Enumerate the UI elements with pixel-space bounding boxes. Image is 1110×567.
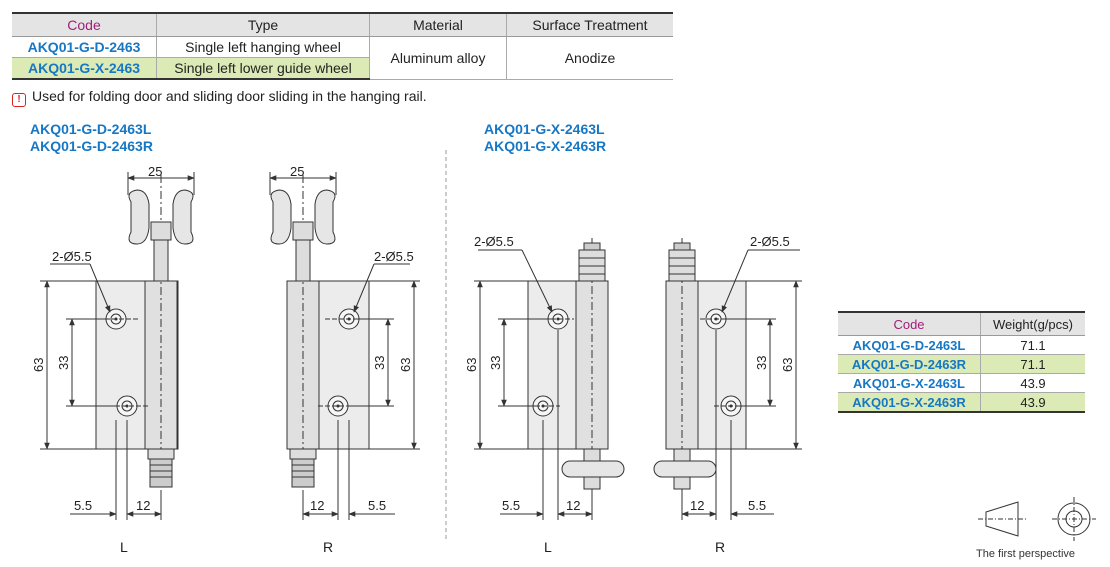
spec-row: AKQ01-G-X-2463 Single left lower guide w… xyxy=(12,57,673,80)
dim-height: 63 xyxy=(31,358,46,372)
spec-code-cell: AKQ01-G-X-2463 xyxy=(12,57,157,80)
spec-header-material: Material xyxy=(369,12,507,37)
spec-header-row: Code Type Material Surface Treatment xyxy=(12,12,673,37)
weight-code-cell: AKQ01-G-X-2463R xyxy=(838,392,981,413)
weight-row: AKQ01-G-D-2463L 71.1 xyxy=(838,335,1085,355)
spec-type-cell: Single left lower guide wheel xyxy=(156,57,370,80)
spec-header-code: Code xyxy=(12,12,157,37)
dim-hole: 2-Ø5.5 xyxy=(52,249,92,264)
projection-symbol xyxy=(978,497,1096,541)
dim-shaft: 12 xyxy=(690,498,704,513)
dim-shaft: 12 xyxy=(566,498,580,513)
spec-type-cell: Single left hanging wheel xyxy=(156,36,370,58)
spec-table: Code Type Material Surface Treatment AKQ… xyxy=(12,12,673,80)
perspective-label: The first perspective xyxy=(976,548,1076,560)
weight-header-code: Code xyxy=(838,311,981,336)
weight-value-cell: 43.9 xyxy=(980,373,1085,393)
drawing-d-right xyxy=(269,172,420,520)
usage-note-text: Used for folding door and sliding door s… xyxy=(32,88,427,104)
dim-pitch: 33 xyxy=(754,356,769,370)
spec-header-surface: Surface Treatment xyxy=(506,12,673,37)
dim-hole: 2-Ø5.5 xyxy=(474,234,514,249)
weight-header-row: Code Weight(g/pcs) xyxy=(838,311,1085,336)
dim-hole: 2-Ø5.5 xyxy=(374,249,414,264)
drawing-d-left xyxy=(40,172,195,520)
model-title: AKQ01-G-X-2463L xyxy=(484,121,605,137)
dim-hole: 2-Ø5.5 xyxy=(750,234,790,249)
model-title: AKQ01-G-X-2463R xyxy=(484,138,607,154)
side-label-right: R xyxy=(323,539,333,555)
spec-material-cell: Aluminum alloy xyxy=(369,36,507,80)
dim-pitch: 33 xyxy=(372,356,387,370)
dim-offset: 5.5 xyxy=(502,498,520,513)
spec-row: AKQ01-G-D-2463 Single left hanging wheel… xyxy=(12,36,673,80)
dim-shaft: 12 xyxy=(310,498,324,513)
dim-height: 63 xyxy=(398,358,413,372)
dim-height: 63 xyxy=(780,358,795,372)
dim-offset: 5.5 xyxy=(74,498,92,513)
drawing-x-right xyxy=(653,238,802,520)
dim-height: 63 xyxy=(464,358,479,372)
weight-value-cell: 71.1 xyxy=(980,354,1085,374)
dim-pitch: 33 xyxy=(488,356,503,370)
group-right-title: AKQ01-G-X-2463L AKQ01-G-X-2463R xyxy=(484,121,606,155)
spec-surface-cell: Anodize xyxy=(506,36,673,80)
dim-width: 25 xyxy=(148,164,162,179)
dim-offset: 5.5 xyxy=(368,498,386,513)
model-title: AKQ01-G-D-2463R xyxy=(30,138,153,154)
dim-offset: 5.5 xyxy=(748,498,766,513)
weight-table: Code Weight(g/pcs) AKQ01-G-D-2463L 71.1 … xyxy=(838,311,1085,413)
dim-pitch: 33 xyxy=(56,356,71,370)
drawing-x-left xyxy=(474,238,625,520)
group-left-title: AKQ01-G-D-2463L AKQ01-G-D-2463R xyxy=(30,121,153,155)
weight-row: AKQ01-G-D-2463R 71.1 xyxy=(838,354,1085,374)
model-title: AKQ01-G-D-2463L xyxy=(30,121,152,137)
weight-value-cell: 71.1 xyxy=(980,335,1085,355)
dim-shaft: 12 xyxy=(136,498,150,513)
weight-value-cell: 43.9 xyxy=(980,392,1085,413)
dim-width: 25 xyxy=(290,164,304,179)
side-label-right: R xyxy=(715,539,725,555)
side-label-left: L xyxy=(120,539,128,555)
spec-header-type: Type xyxy=(156,12,370,37)
spec-code-cell: AKQ01-G-D-2463 xyxy=(12,36,157,58)
usage-note: ! Used for folding door and sliding door … xyxy=(12,88,427,107)
weight-row: AKQ01-G-X-2463L 43.9 xyxy=(838,373,1085,393)
weight-header-weight: Weight(g/pcs) xyxy=(980,311,1085,336)
weight-code-cell: AKQ01-G-D-2463R xyxy=(838,354,981,374)
weight-code-cell: AKQ01-G-D-2463L xyxy=(838,335,981,355)
weight-row: AKQ01-G-X-2463R 43.9 xyxy=(838,392,1085,413)
weight-code-cell: AKQ01-G-X-2463L xyxy=(838,373,981,393)
warning-icon: ! xyxy=(12,93,26,107)
side-label-left: L xyxy=(544,539,552,555)
